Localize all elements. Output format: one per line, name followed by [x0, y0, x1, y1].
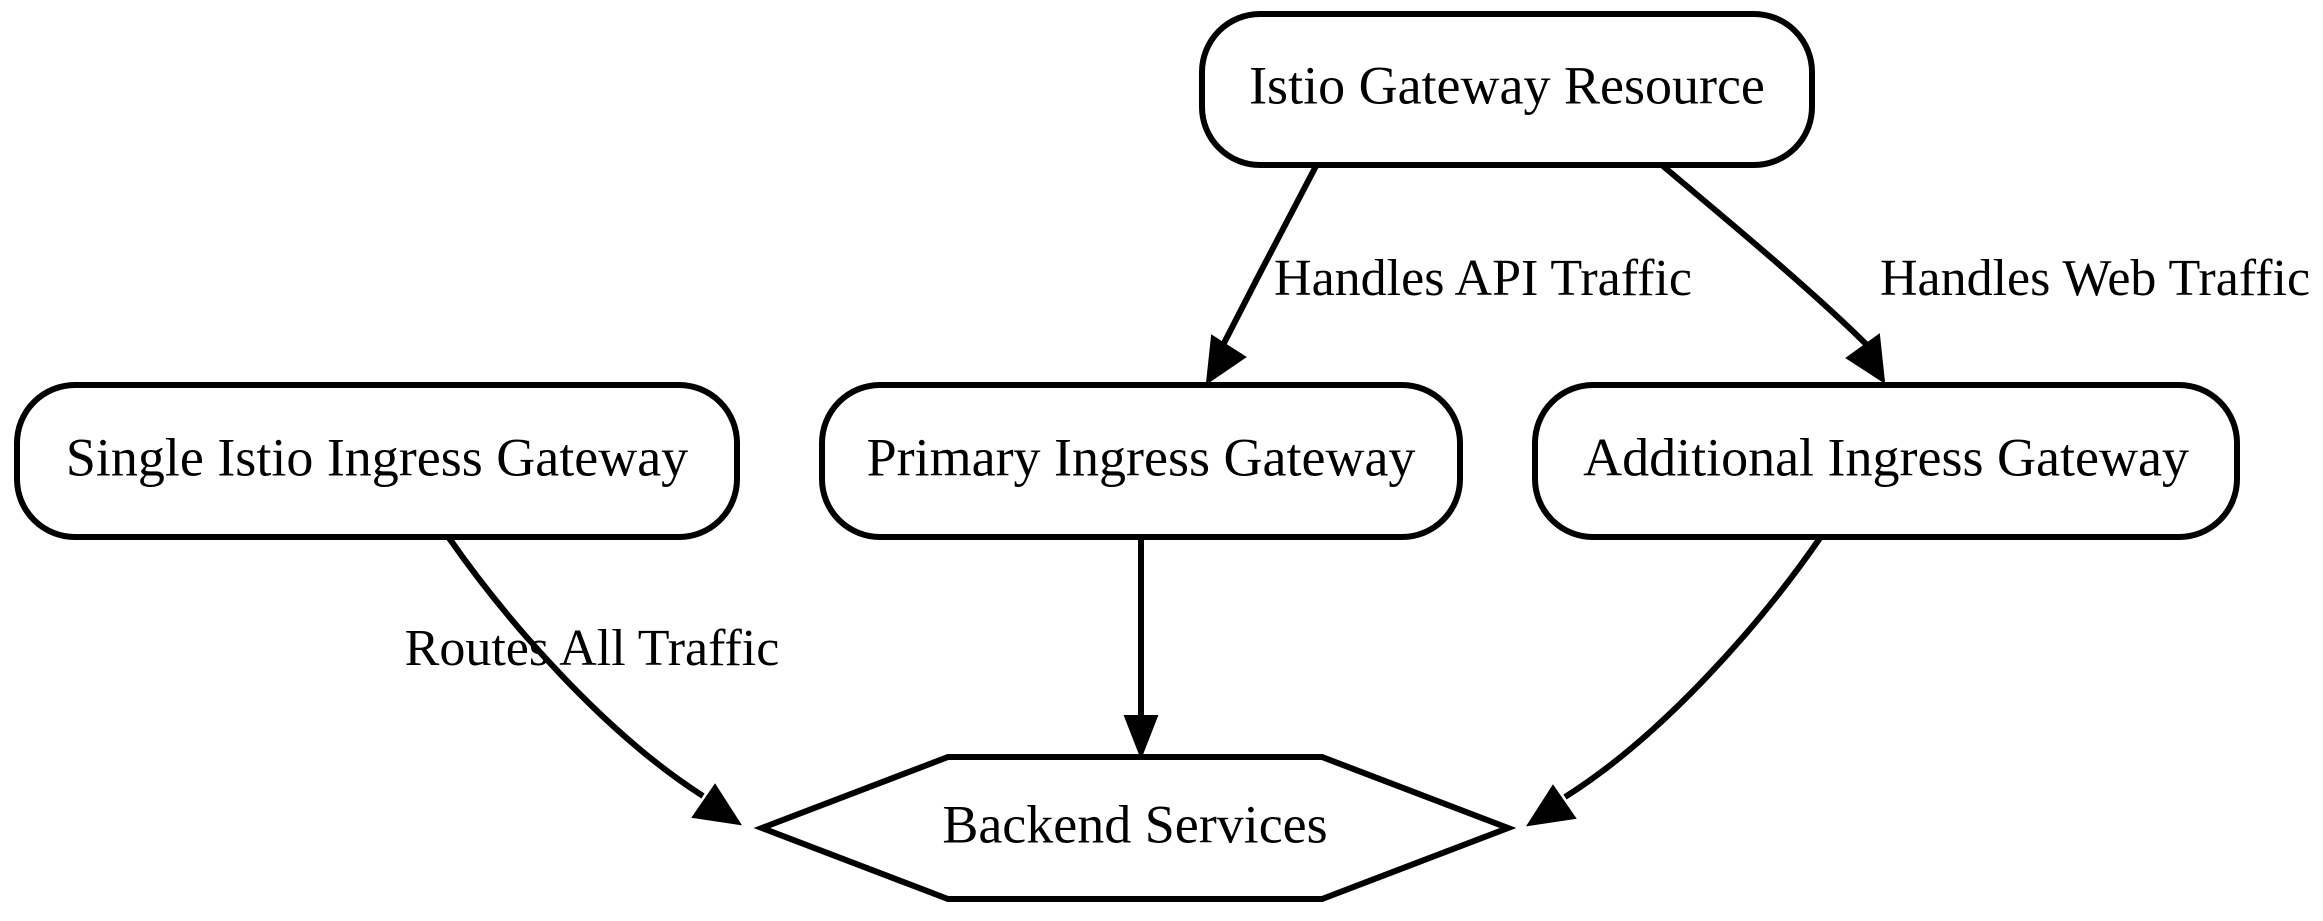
node-backend-services-shape	[753, 754, 1517, 902]
edge-label-handles-web-traffic: Handles Web Traffic	[1880, 250, 2310, 307]
node-additional-ingress-gateway[interactable]: Additional Ingress Gateway	[1532, 382, 2240, 540]
edge-primary-to-backend-arrowhead	[1123, 715, 1159, 760]
edge-single-to-backend[interactable]: Routes All Traffic	[405, 536, 780, 826]
node-single-istio-ingress-gateway[interactable]: Single Istio Ingress Gateway	[14, 382, 740, 540]
node-primary-ingress-gateway-label: Primary Ingress Gateway	[867, 427, 1416, 487]
edge-istio-to-additional-line	[1661, 163, 1872, 350]
edge-additional-to-backend-line	[1563, 536, 1823, 800]
node-primary-ingress-gateway-shape	[819, 382, 1463, 540]
edge-istio-to-additional[interactable]: Handles Web Traffic	[1661, 163, 2310, 384]
edge-additional-to-backend[interactable]	[1525, 536, 1823, 827]
node-single-istio-ingress-gateway-shape	[14, 382, 740, 540]
edge-istio-to-primary-arrowhead	[1205, 334, 1247, 386]
edge-istio-to-primary[interactable]: Handles API Traffic	[1205, 164, 1692, 386]
node-istio-gateway-resource-shape	[1199, 11, 1815, 168]
edge-istio-to-primary-line	[1219, 164, 1319, 349]
edge-primary-to-backend[interactable]	[1123, 538, 1159, 760]
edge-single-to-backend-line	[446, 536, 705, 799]
edge-single-to-backend-arrowhead	[691, 783, 743, 826]
node-istio-gateway-resource-label: Istio Gateway Resource	[1249, 55, 1765, 115]
node-single-istio-ingress-gateway-label: Single Istio Ingress Gateway	[66, 427, 688, 487]
edge-istio-to-additional-arrowhead	[1845, 333, 1886, 384]
node-primary-ingress-gateway[interactable]: Primary Ingress Gateway	[819, 382, 1463, 540]
node-backend-services-label: Backend Services	[942, 794, 1327, 854]
node-additional-ingress-gateway-label: Additional Ingress Gateway	[1583, 427, 2189, 487]
edge-label-routes-all-traffic: Routes All Traffic	[405, 620, 780, 677]
node-istio-gateway-resource[interactable]: Istio Gateway Resource	[1199, 11, 1815, 168]
node-backend-services[interactable]: Backend Services	[753, 754, 1517, 902]
edge-additional-to-backend-arrowhead	[1525, 784, 1577, 827]
edge-label-handles-api-traffic: Handles API Traffic	[1274, 250, 1692, 307]
node-additional-ingress-gateway-shape	[1532, 382, 2240, 540]
